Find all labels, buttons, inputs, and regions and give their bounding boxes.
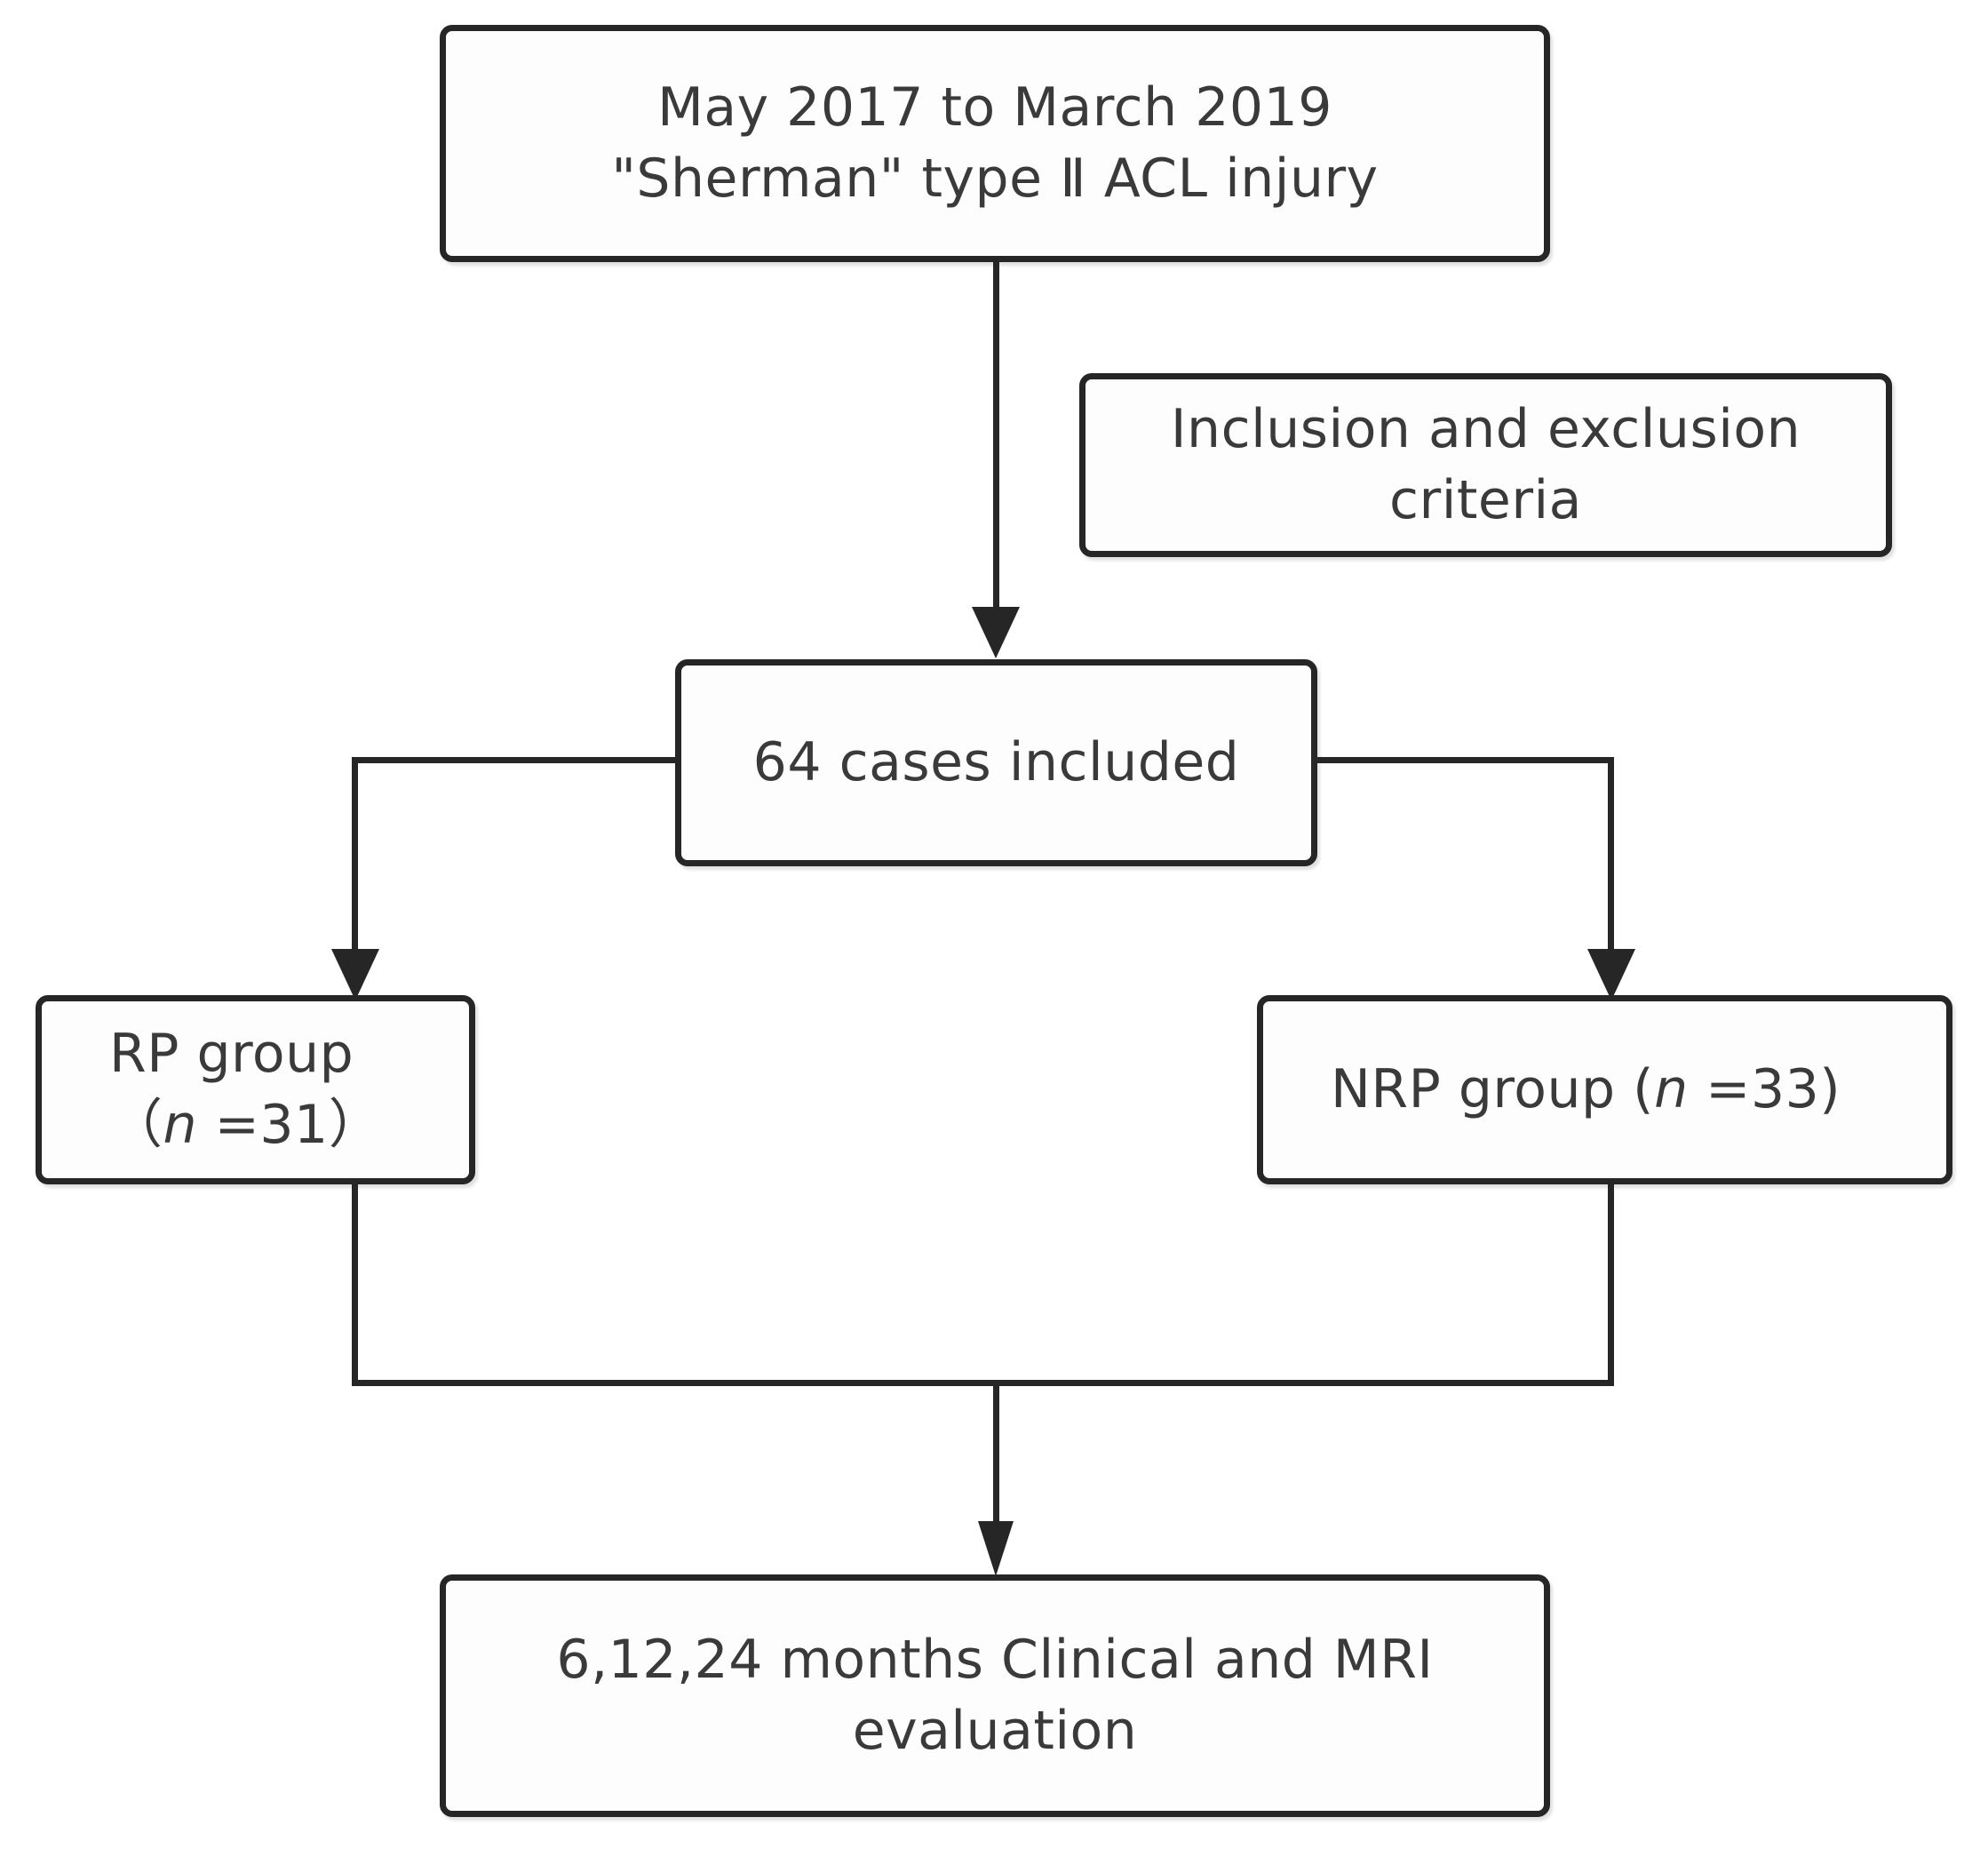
connector-period-to-cases-arrowhead	[972, 607, 1020, 658]
node-criteria-label: Inclusion and exclusion criteria	[1170, 398, 1801, 531]
connector-cases-to-nrp-arrowhead	[1587, 949, 1635, 1000]
connector-join-horizontal	[352, 1380, 1614, 1386]
node-enrollment-period: May 2017 to March 2019 "Sherman" type Ⅱ …	[440, 25, 1550, 262]
connector-period-to-cases-line	[993, 262, 999, 609]
node-evaluation: 6,12,24 months Clinical and MRI evaluati…	[440, 1574, 1550, 1817]
node-cases-included: 64 cases included	[675, 659, 1317, 866]
node-enrollment-period-label: May 2017 to March 2019 "Sherman" type Ⅱ …	[611, 76, 1379, 210]
connector-cases-to-rp-horizontal	[352, 757, 679, 763]
node-nrp-group-label: NRP group (n =33)	[1331, 1057, 1841, 1120]
connector-rp-to-join-vertical	[352, 1184, 358, 1386]
node-evaluation-label: 6,12,24 months Clinical and MRI evaluati…	[556, 1629, 1434, 1762]
connector-nrp-to-join-vertical	[1608, 1184, 1614, 1386]
connector-cases-to-nrp-horizontal	[1314, 757, 1614, 763]
node-nrp-group: NRP group (n =33)	[1257, 995, 1952, 1184]
connector-cases-to-rp-arrowhead	[331, 949, 379, 1000]
node-rp-group-label: RP group （n =31）	[109, 1023, 383, 1156]
node-rp-group: RP group （n =31）	[36, 995, 475, 1184]
node-cases-included-label: 64 cases included	[752, 730, 1240, 793]
connector-join-to-evaluation-arrowhead	[978, 1521, 1014, 1576]
connector-join-to-evaluation-vertical	[993, 1380, 999, 1526]
connector-cases-to-rp-vertical	[352, 757, 358, 954]
connector-cases-to-nrp-vertical	[1608, 757, 1614, 954]
node-criteria: Inclusion and exclusion criteria	[1079, 373, 1892, 557]
